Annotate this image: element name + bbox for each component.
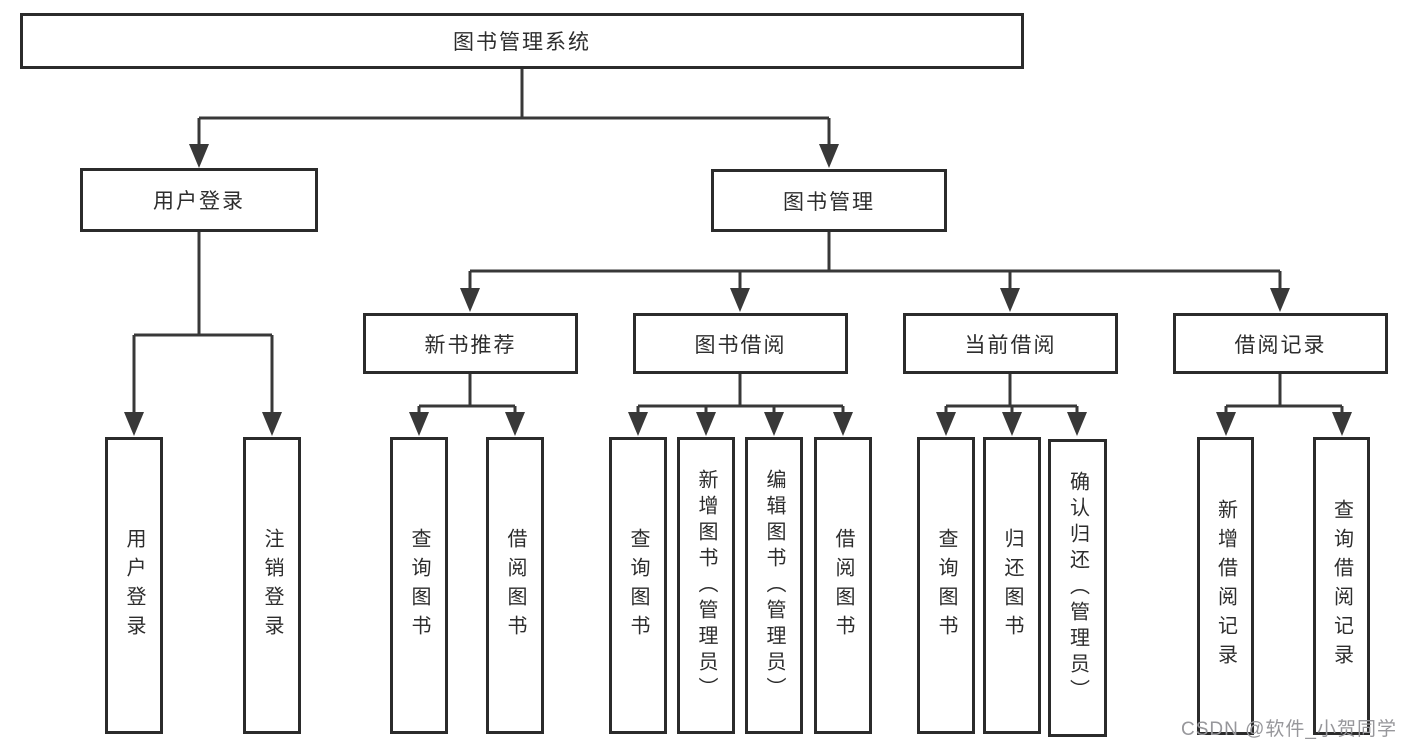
arrowhead-new-book-recommend [460, 288, 480, 312]
arrowhead-leaf-bb-edit [764, 412, 784, 436]
arrowhead-leaf-br-query [1332, 412, 1352, 436]
leaf-cb-query-books: 查询图书 [917, 437, 975, 734]
arrowhead-leaf-bb-query [628, 412, 648, 436]
connector-lines [132, 68, 1344, 414]
leaf-bb-edit-books-admin-label: 编辑图书（管理员） [763, 468, 785, 703]
leaf-br-add-record-label: 新增借阅记录 [1214, 499, 1237, 673]
arrowhead-borrow-records [1270, 288, 1290, 312]
leaf-bb-query-books: 查询图书 [609, 437, 667, 734]
arrowhead-current-borrow [1000, 288, 1020, 312]
arrowhead-leaf-br-add [1216, 412, 1236, 436]
leaf-cb-confirm-return-admin: 确认归还（管理员） [1048, 439, 1107, 737]
node-user-login-label: 用户登录 [153, 190, 245, 213]
arrowhead-leaf-cb-confirm [1067, 412, 1087, 436]
arrowhead-leaf-cb-query [936, 412, 956, 436]
leaf-bb-borrow-books-label: 借阅图书 [832, 527, 854, 644]
node-borrow-records: 借阅记录 [1173, 313, 1388, 374]
leaf-nb-borrow-books-label: 借阅图书 [504, 527, 526, 644]
node-current-borrow: 当前借阅 [903, 313, 1118, 374]
node-current-borrow-label: 当前借阅 [964, 333, 1057, 357]
node-book-borrow-label: 图书借阅 [694, 333, 787, 357]
leaf-br-query-record-label: 查询借阅记录 [1330, 499, 1353, 673]
node-book-borrow: 图书借阅 [633, 313, 848, 374]
node-new-book-recommend-label: 新书推荐 [424, 333, 517, 357]
leaf-cb-query-books-label: 查询图书 [935, 527, 957, 644]
leaf-bb-add-books-admin-label: 新增图书（管理员） [695, 468, 717, 703]
node-user-login: 用户登录 [80, 168, 318, 232]
arrowhead-leaf-cb-return [1002, 412, 1022, 436]
node-root-label: 图书管理系统 [453, 31, 591, 54]
arrowhead-book-borrow [730, 288, 750, 312]
leaf-br-query-record: 查询借阅记录 [1313, 437, 1370, 735]
arrowhead-leaf-bb-borrow [833, 412, 853, 436]
leaf-cb-confirm-return-admin-label: 确认归还（管理员） [1066, 471, 1089, 705]
leaf-user-login: 用户登录 [105, 437, 163, 734]
leaf-nb-query-books-label: 查询图书 [408, 527, 430, 644]
arrowhead-leaf-nb-borrow [505, 412, 525, 436]
leaf-bb-edit-books-admin: 编辑图书（管理员） [745, 437, 803, 734]
arrowhead-book-management [819, 144, 839, 168]
leaf-bb-borrow-books: 借阅图书 [814, 437, 872, 734]
leaf-logout-label: 注销登录 [261, 527, 283, 644]
node-borrow-records-label: 借阅记录 [1234, 333, 1327, 357]
leaf-logout: 注销登录 [243, 437, 301, 734]
leaf-bb-add-books-admin: 新增图书（管理员） [677, 437, 735, 734]
leaf-nb-borrow-books: 借阅图书 [486, 437, 544, 734]
node-root: 图书管理系统 [20, 13, 1024, 69]
leaf-bb-query-books-label: 查询图书 [627, 527, 649, 644]
leaf-cb-return-books: 归还图书 [983, 437, 1041, 734]
arrowhead-leaf-logout [262, 412, 282, 436]
watermark-text: CSDN @软件_小贺同学 [1181, 719, 1397, 740]
leaf-user-login-label: 用户登录 [123, 527, 145, 644]
node-book-management: 图书管理 [711, 169, 947, 232]
arrowhead-leaf-user-login [124, 412, 144, 436]
leaf-nb-query-books: 查询图书 [390, 437, 448, 734]
node-book-management-label: 图书管理 [783, 190, 875, 214]
node-new-book-recommend: 新书推荐 [363, 313, 578, 374]
leaf-cb-return-books-label: 归还图书 [1001, 527, 1023, 644]
arrowhead-leaf-bb-add [696, 412, 716, 436]
arrowhead-user-login [189, 144, 209, 168]
leaf-br-add-record: 新增借阅记录 [1197, 437, 1254, 735]
arrowhead-leaf-nb-query [409, 412, 429, 436]
